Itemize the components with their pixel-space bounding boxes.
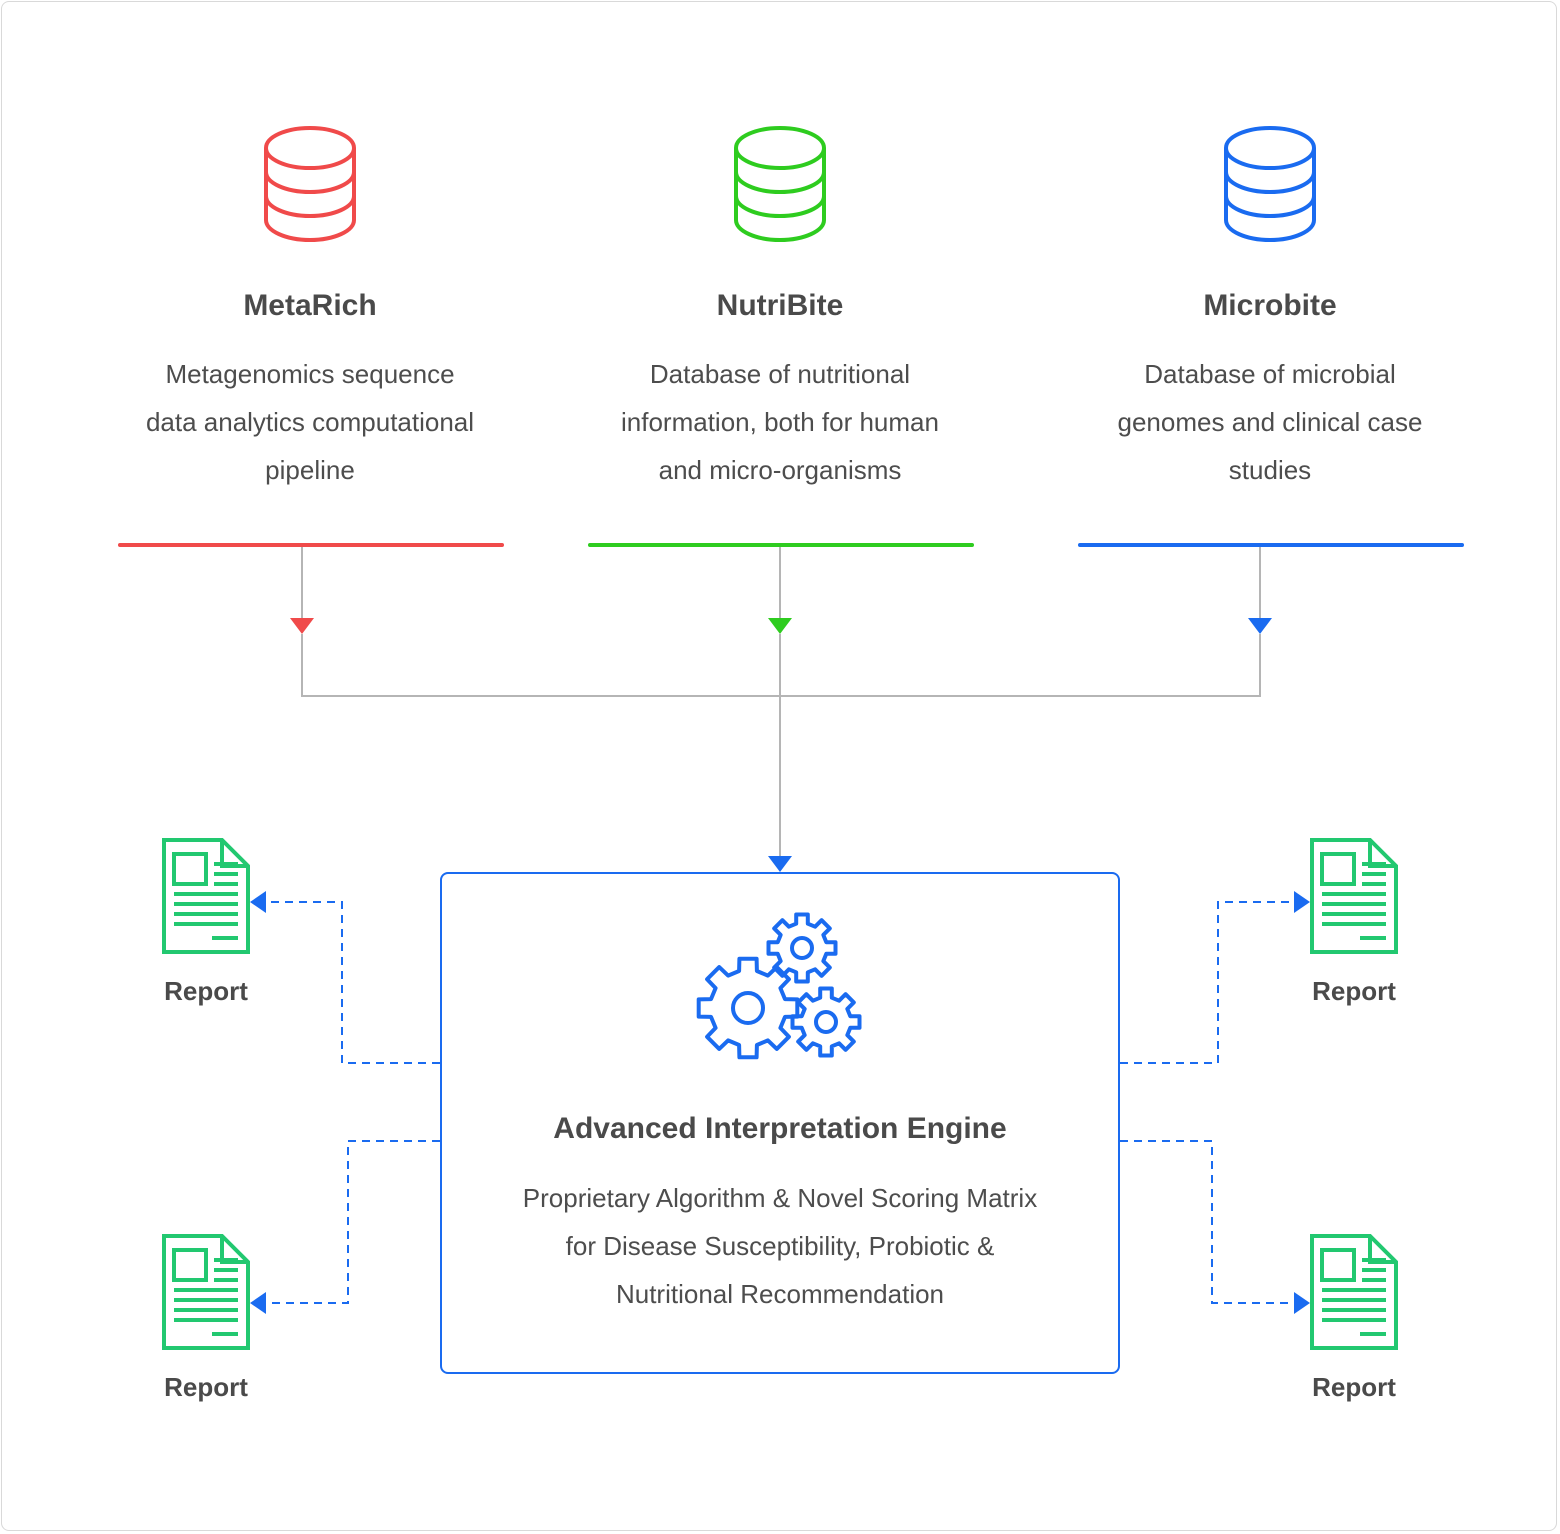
nutribite-description: Database of nutritional information, bot… xyxy=(580,350,980,494)
gears-icon xyxy=(696,912,862,1060)
description-line: studies xyxy=(1228,455,1312,485)
description-line: Proprietary Algorithm & Novel Scoring Ma… xyxy=(522,1183,1038,1213)
metarich-arrowhead xyxy=(290,618,314,634)
description-line: pipeline xyxy=(265,455,355,485)
document-icon xyxy=(162,1234,250,1350)
engine-title: Advanced Interpretation Engine xyxy=(553,1112,1007,1145)
description-line: information, both for human xyxy=(621,407,939,437)
output-arrowhead-top-left xyxy=(250,891,266,913)
description-line: Nutritional Recommendation xyxy=(615,1279,945,1309)
report-label: Report xyxy=(1312,976,1396,1006)
microbite-title: Microbite xyxy=(1203,289,1337,322)
output-arrowhead-bottom-left xyxy=(250,1292,266,1314)
engine-description: Proprietary Algorithm & Novel Scoring Ma… xyxy=(460,1174,1100,1318)
description-line: Metagenomics sequence xyxy=(165,359,455,389)
microbite-arrowhead xyxy=(1248,618,1272,634)
description-line: Database of nutritional xyxy=(649,359,911,389)
output-arrowhead-top-right xyxy=(1294,891,1310,913)
document-icon xyxy=(1310,1234,1398,1350)
nutribite-title: NutriBite xyxy=(716,289,844,322)
description-line: and micro-organisms xyxy=(658,455,902,485)
database-icon xyxy=(264,126,356,243)
report-label: Report xyxy=(1312,1372,1396,1402)
output-connector-top-right xyxy=(1120,901,1296,1064)
database-icon xyxy=(1224,126,1316,243)
report-label: Report xyxy=(164,1372,248,1402)
report-label: Report xyxy=(164,976,248,1006)
description-line: Database of microbial xyxy=(1144,359,1396,389)
output-connector-bottom-left xyxy=(264,1140,440,1304)
description-line: for Disease Susceptibility, Probiotic & xyxy=(565,1231,995,1261)
output-connector-bottom-right xyxy=(1120,1140,1296,1304)
microbite-description: Database of microbial genomes and clinic… xyxy=(1070,350,1470,494)
description-line: genomes and clinical case xyxy=(1117,407,1423,437)
output-arrowhead-bottom-right xyxy=(1294,1292,1310,1314)
metarich-title: MetaRich xyxy=(243,289,377,322)
output-connector-top-left xyxy=(264,901,440,1064)
database-icon xyxy=(734,126,826,243)
metarich-description: Metagenomics sequence data analytics com… xyxy=(110,350,510,494)
document-icon xyxy=(1310,838,1398,954)
description-line: data analytics computational xyxy=(145,407,475,437)
engine-input-arrowhead xyxy=(768,856,792,872)
document-icon xyxy=(162,838,250,954)
nutribite-arrowhead xyxy=(768,618,792,634)
